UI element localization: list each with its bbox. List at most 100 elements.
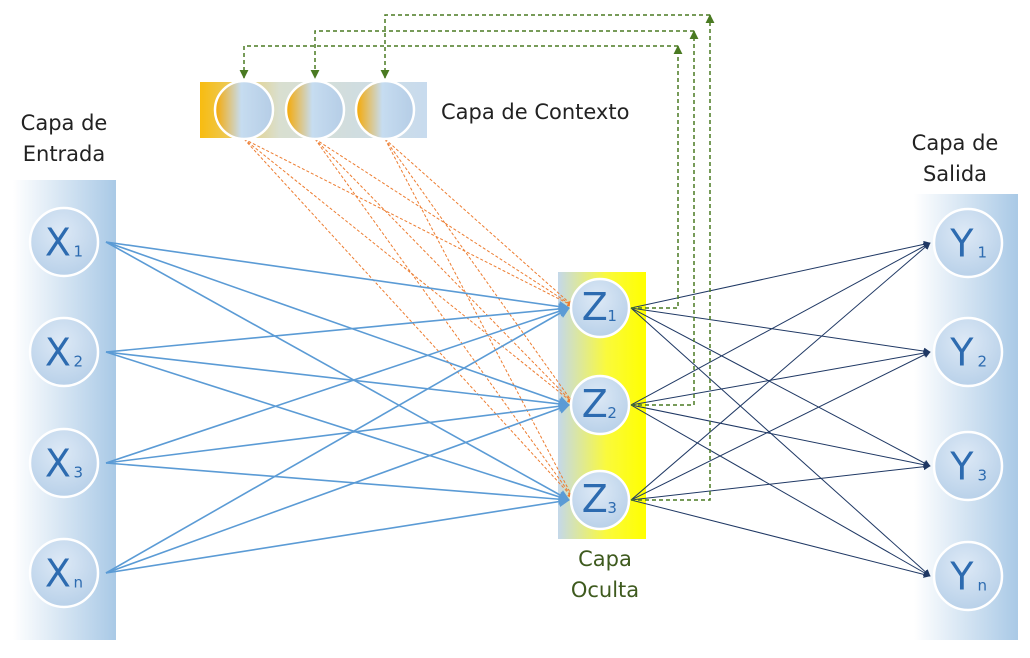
context-layer-label: Capa de Contexto [441, 100, 629, 124]
context-node-1 [213, 79, 275, 141]
input-3-to-hidden-3 [105, 462, 571, 505]
output-node-2-subscript: 2 [978, 352, 988, 370]
input-2-to-hidden-1 [105, 303, 571, 353]
hidden-node-3-symbol: Z [582, 477, 608, 521]
input-node-2-circle [28, 316, 100, 388]
hidden-1-to-output-1 [630, 240, 931, 309]
input-node-4-subscript: n [74, 573, 84, 591]
input-node-4-circle [28, 537, 100, 609]
hidden-1-to-output-2 [630, 307, 931, 355]
hidden-node-2-subscript: 2 [607, 404, 617, 422]
output-node-3-symbol: Y [949, 445, 974, 489]
input-node-3-subscript: 3 [74, 463, 84, 481]
context-3-to-hidden-2 [384, 138, 574, 404]
context-to-hidden-connections [243, 138, 574, 499]
hidden-2-to-output-4 [630, 404, 931, 577]
input-node-1-symbol: X [45, 221, 71, 265]
hidden-2-to-output-2 [630, 349, 931, 406]
output-node-1-symbol: Y [949, 222, 974, 266]
input-4-to-hidden-1 [105, 307, 570, 574]
feedback-connections [239, 14, 715, 501]
input-layer-label-line2: Entrada [23, 142, 106, 166]
input-3-to-hidden-2 [105, 400, 571, 464]
input-node-1-circle [28, 206, 100, 278]
hidden-layer-label-line1: Capa [578, 547, 632, 571]
output-node-1-circle [932, 207, 1004, 279]
context-1-to-hidden-1 [243, 138, 574, 307]
output-node-1-subscript: 1 [978, 243, 988, 261]
context-3-to-hidden-3 [384, 138, 574, 499]
input-2-to-hidden-2 [105, 351, 571, 410]
feedback-hidden-2-up [631, 30, 699, 406]
hidden-2-to-output-3 [630, 404, 931, 469]
input-node-1-subscript: 1 [74, 242, 84, 260]
context-node-2 [284, 79, 346, 141]
context-2-to-hidden-1 [314, 138, 574, 307]
hidden-node-2-circle [569, 374, 631, 436]
hidden-1-to-output-4 [630, 307, 931, 577]
input-1-to-hidden-1 [105, 241, 571, 313]
context-node-3 [354, 79, 416, 141]
feedback-to-context-1 [239, 45, 678, 79]
context-1-to-hidden-2 [243, 138, 574, 404]
output-node-3-subscript: 3 [978, 466, 988, 484]
context-node-2-circle [284, 79, 346, 141]
input-node-2-symbol: X [45, 331, 71, 375]
input-node-3-circle [28, 427, 100, 499]
input-4-to-hidden-3 [105, 496, 571, 574]
output-node-3-circle [932, 430, 1004, 502]
hidden-layer-label-line2: Oculta [571, 578, 639, 602]
hidden-2-to-output-1 [630, 242, 931, 406]
hidden-1-to-output-3 [630, 307, 931, 467]
hidden-to-output-connections [630, 240, 931, 578]
output-node-4-circle [932, 540, 1004, 612]
hidden-3-to-output-2 [630, 351, 931, 501]
output-node-4-symbol: Y [949, 555, 974, 599]
input-4-to-hidden-2 [105, 403, 571, 574]
output-node-4-subscript: n [978, 576, 988, 594]
output-node-2-circle [932, 316, 1004, 388]
output-node-2-symbol: Y [949, 331, 974, 375]
input-3-to-hidden-1 [105, 305, 571, 464]
input-node-3-symbol: X [45, 442, 71, 486]
feedback-hidden-1-up [631, 45, 683, 309]
input-2-to-hidden-3 [105, 351, 571, 503]
feedback-hidden-3-up [631, 14, 715, 501]
context-node-1-circle [213, 79, 275, 141]
hidden-node-1-symbol: Z [582, 285, 608, 329]
hidden-3-to-output-4 [630, 499, 931, 578]
input-1-to-hidden-3 [105, 241, 570, 501]
context-node-3-circle [354, 79, 416, 141]
input-node-2-subscript: 2 [74, 352, 84, 370]
context-1-to-hidden-3 [243, 138, 574, 499]
output-layer-label-line2: Salida [923, 162, 987, 186]
hidden-node-1-subscript: 1 [607, 307, 617, 325]
input-layer-label-line1: Capa de [21, 111, 108, 135]
feedback-to-context-3 [380, 14, 710, 79]
input-1-to-hidden-2 [105, 241, 571, 407]
context-3-to-hidden-1 [384, 138, 574, 307]
hidden-3-to-output-3 [630, 463, 931, 501]
hidden-node-3-subscript: 3 [607, 499, 617, 517]
input-to-hidden-connections [105, 241, 571, 574]
output-layer-label-line1: Capa de [912, 131, 999, 155]
context-2-to-hidden-3 [314, 138, 574, 499]
hidden-3-to-output-1 [630, 242, 931, 501]
hidden-node-1-circle [569, 277, 631, 339]
feedback-to-context-2 [310, 30, 694, 79]
input-node-4-symbol: X [45, 552, 71, 596]
